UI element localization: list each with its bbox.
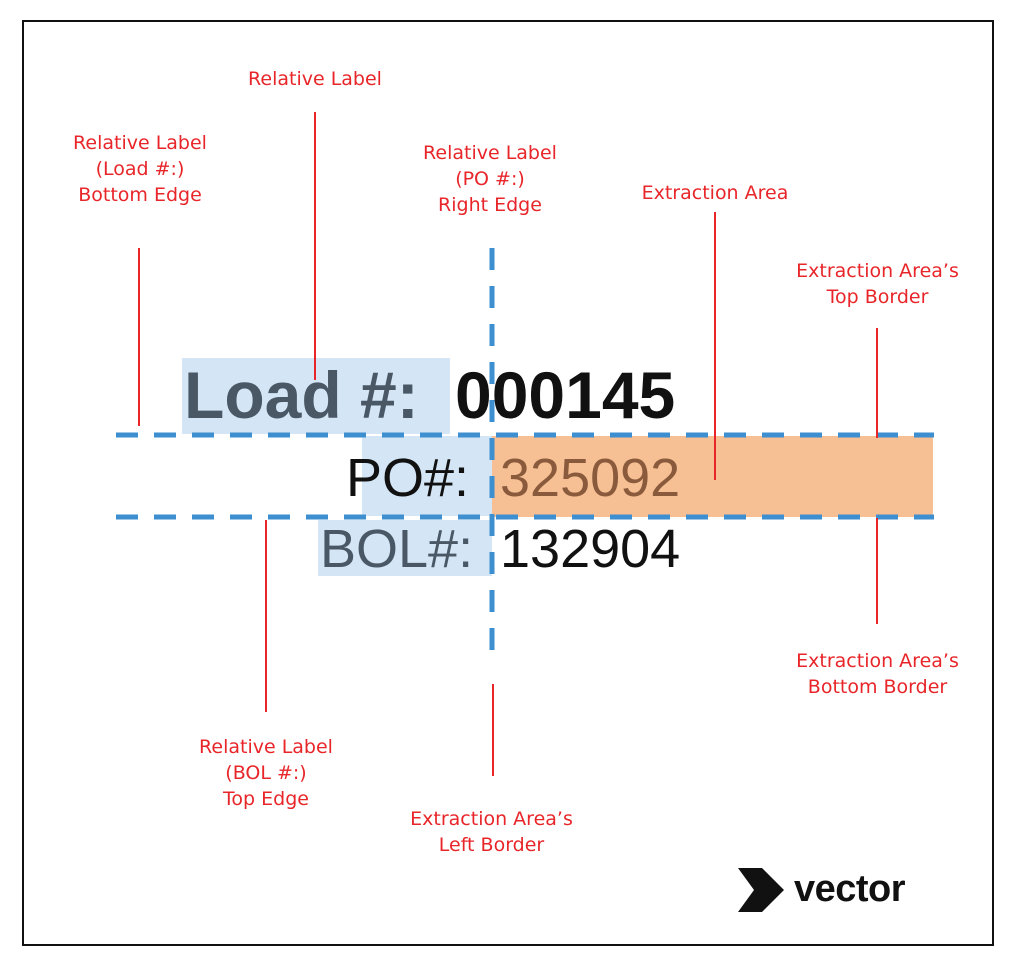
extraction-area: [492, 436, 933, 517]
note-relative-label: Relative Label: [248, 68, 382, 90]
note-extraction-left-border: Extraction Area’s Left Border: [410, 808, 573, 856]
po-label-highlight: [362, 436, 492, 516]
po-value: 325092: [500, 448, 681, 508]
note-extraction-bottom-border: Extraction Area’s Bottom Border: [796, 650, 959, 698]
po-label: PO#:: [346, 448, 470, 508]
leader-extraction-area: [714, 212, 716, 480]
note-load-bottom-edge: Relative Label (Load #:) Bottom Edge: [73, 132, 207, 206]
load-label: Load #:: [184, 358, 419, 432]
bol-value: 132904: [500, 519, 681, 579]
vector-chevron-icon: [738, 868, 784, 912]
bol-label: BOL#:: [320, 519, 474, 579]
leader-extraction-bottom-border: [876, 518, 878, 624]
logo-text: vector: [794, 868, 906, 910]
leader-extraction-top-border: [876, 328, 878, 438]
leader-relative-label: [314, 112, 316, 380]
leader-bol-top-edge: [265, 520, 267, 712]
note-po-right-edge: Relative Label (PO #:) Right Edge: [423, 142, 557, 216]
note-bol-top-edge: Relative Label (BOL #:) Top Edge: [199, 736, 333, 810]
load-label-highlight: [182, 358, 450, 434]
note-extraction-area: Extraction Area: [641, 182, 789, 204]
leader-extraction-left-border: [492, 684, 494, 776]
diagram-frame: [22, 20, 994, 946]
bol-label-highlight: [318, 520, 492, 576]
note-extraction-top-border: Extraction Area’s Top Border: [796, 260, 959, 308]
leader-load-bottom-edge: [138, 248, 140, 426]
vector-logo: vector: [738, 866, 938, 916]
